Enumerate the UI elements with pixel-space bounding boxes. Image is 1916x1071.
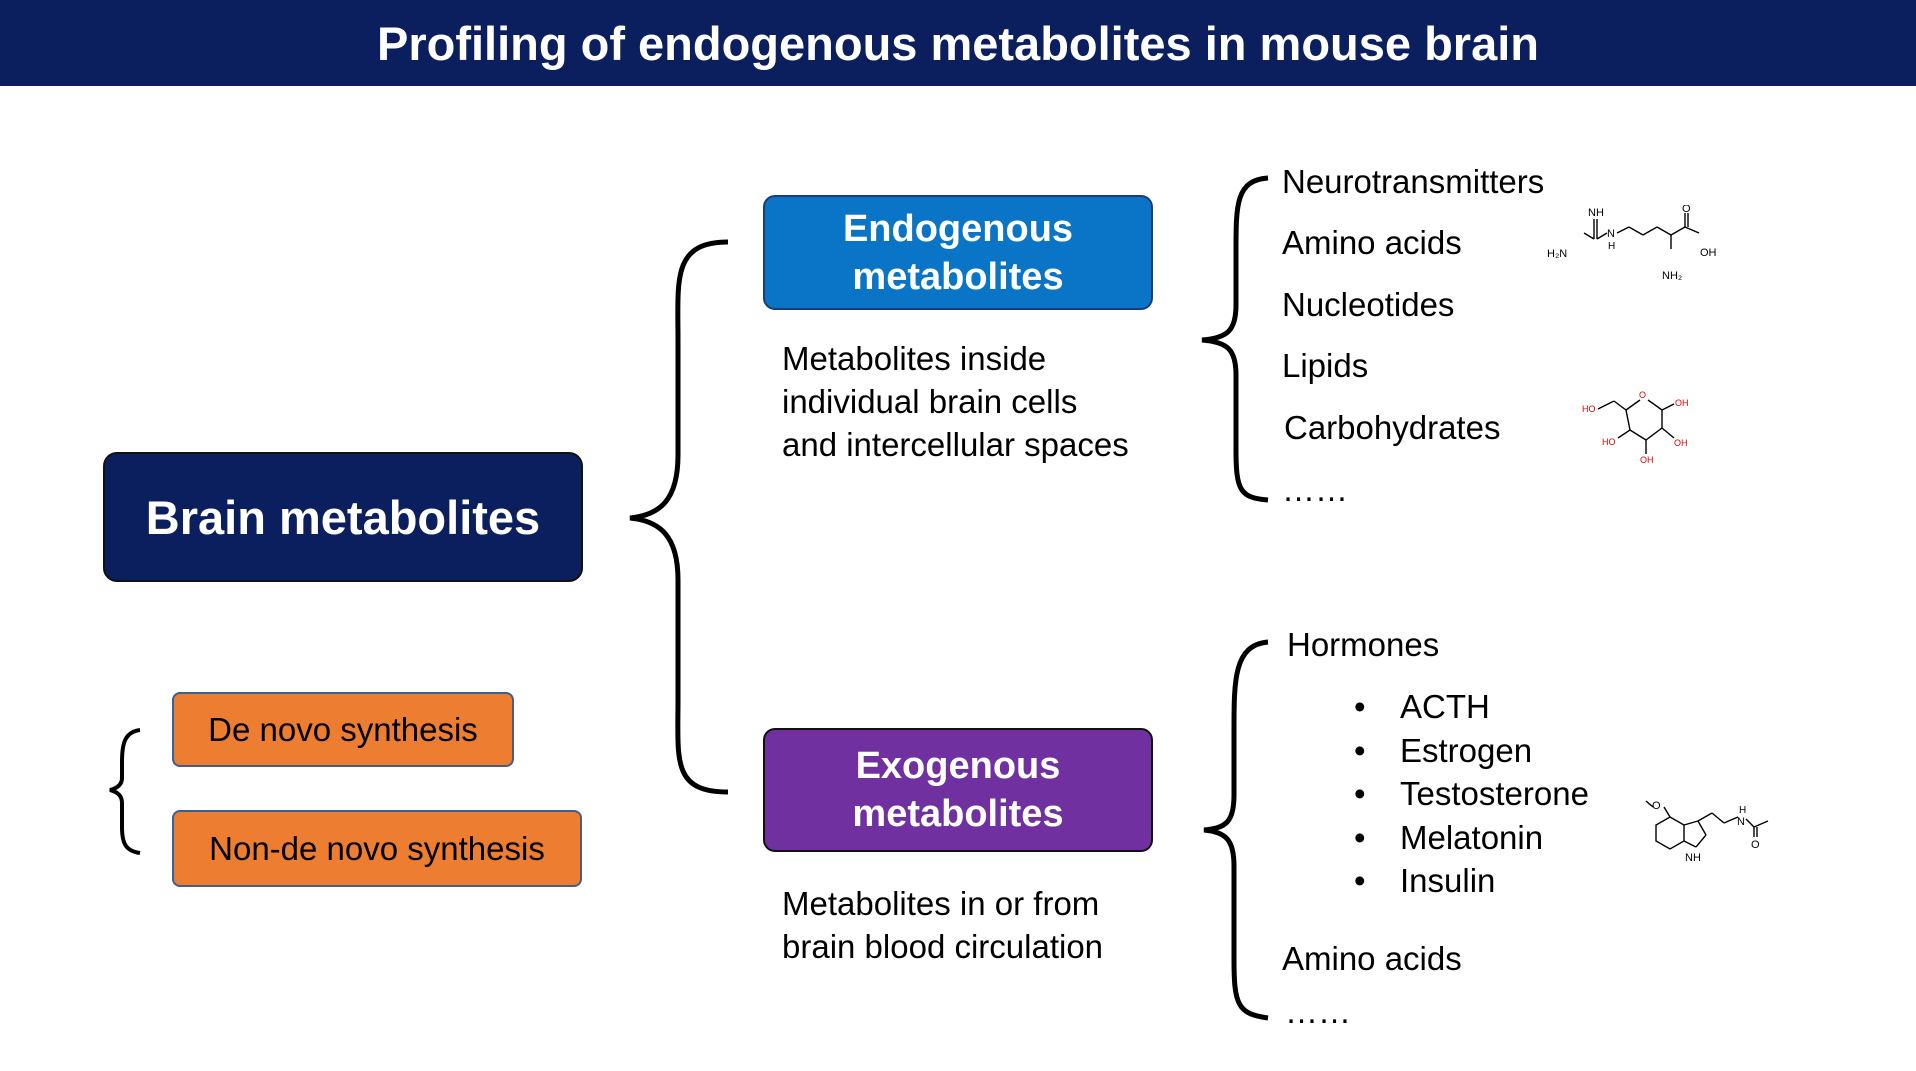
main-brace (629, 239, 729, 795)
list-item: Testosterone (1354, 772, 1589, 816)
atom-label: O (1652, 800, 1661, 812)
brain-metabolites-box: Brain metabolites (103, 452, 583, 582)
atom-label: H₂N (1547, 248, 1567, 260)
list-item: …… (1285, 993, 1351, 1030)
list-item: Insulin (1354, 859, 1589, 903)
list-item: Carbohydrates (1284, 409, 1501, 446)
endogenous-description-line: Metabolites inside (782, 340, 1047, 377)
exogenous-description-line: brain blood circulation (782, 928, 1104, 965)
melatonin-structure: O NH N H O (1645, 800, 1769, 864)
synthesis-brace (109, 728, 141, 855)
exogenous-label-line2: metabolites (852, 793, 1064, 835)
hormones-list: ACTH Estrogen Testosterone Melatonin Ins… (1354, 685, 1589, 903)
endogenous-brace (1201, 175, 1269, 503)
exogenous-label-line1: Exogenous (855, 745, 1061, 787)
endogenous-label-line2: metabolites (852, 255, 1064, 298)
exogenous-metabolites-box: Exogenous metabolites (763, 728, 1153, 852)
hormones-label: Hormones (1287, 626, 1440, 663)
de-novo-synthesis-box: De novo synthesis (172, 692, 514, 767)
endogenous-description-line: individual brain cells (782, 383, 1078, 420)
atom-label: H (1608, 241, 1615, 252)
exogenous-brace (1203, 639, 1269, 1021)
atom-label: N (1737, 816, 1745, 828)
exogenous-description-line: Metabolites in or from (782, 885, 1100, 922)
endogenous-label-line1: Endogenous (842, 207, 1074, 250)
exogenous-description: Metabolites in or from brain blood circu… (782, 882, 1103, 968)
atom-label: OH (1700, 247, 1717, 259)
atom-label: H (1739, 805, 1746, 816)
glucose-structure: HO O OH HO OH OH (1582, 390, 1689, 465)
list-item: Melatonin (1354, 816, 1589, 860)
atom-label: OH (1640, 455, 1654, 465)
endogenous-description: Metabolites inside individual brain cell… (782, 337, 1129, 466)
atom-label: N (1607, 228, 1615, 240)
atom-label: HO (1582, 404, 1596, 414)
list-item: ACTH (1354, 685, 1589, 729)
atom-label: HO (1602, 437, 1616, 447)
list-item: Amino acids (1282, 940, 1462, 977)
list-item: …… (1282, 471, 1348, 508)
atom-label: NH (1588, 207, 1604, 219)
list-item: Amino acids (1282, 224, 1462, 261)
arginine-structure: NH H₂N N H O OH NH₂ (1547, 205, 1717, 282)
list-item: Estrogen (1354, 729, 1589, 773)
list-item: Neurotransmitters (1282, 163, 1545, 200)
atom-label: OH (1675, 398, 1689, 408)
atom-label: O (1639, 390, 1646, 400)
endogenous-description-line: and intercellular spaces (782, 426, 1129, 463)
atom-label: NH₂ (1662, 270, 1682, 282)
list-item: Nucleotides (1282, 286, 1455, 323)
list-item: Lipids (1282, 347, 1369, 384)
atom-label: NH (1685, 852, 1701, 864)
page-title: Profiling of endogenous metabolites in m… (0, 0, 1916, 86)
endogenous-metabolites-box: Endogenous metabolites (763, 195, 1153, 310)
atom-label: O (1682, 205, 1691, 215)
atom-label: O (1751, 839, 1760, 851)
non-de-novo-synthesis-box: Non-de novo synthesis (172, 810, 582, 887)
atom-label: OH (1674, 438, 1688, 448)
